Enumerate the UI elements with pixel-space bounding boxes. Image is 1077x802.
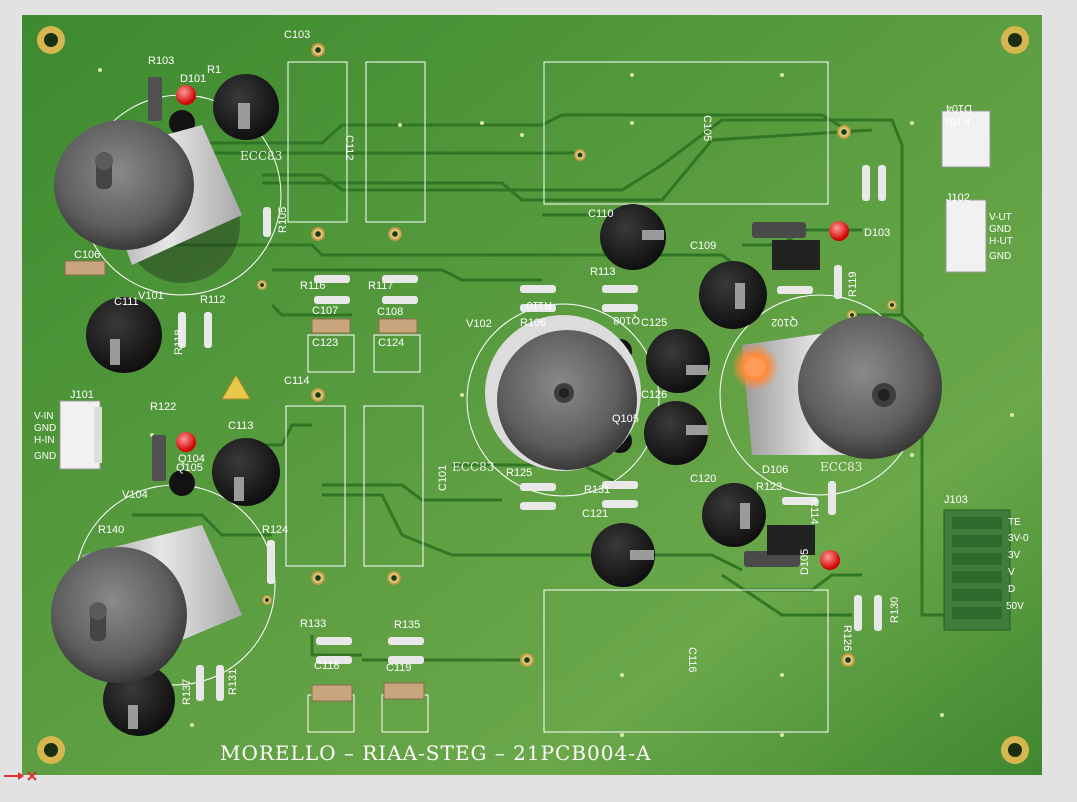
- label-r131-top: R131: [584, 484, 610, 496]
- label-c106: C106: [74, 249, 100, 261]
- label-r105: R105: [277, 207, 289, 233]
- label-r131: R131: [227, 669, 239, 695]
- label-c119: C119: [386, 662, 411, 674]
- silkscreen-outlines: [74, 61, 921, 733]
- label-c123: C123: [312, 337, 338, 349]
- label-q104: Q104: [178, 453, 205, 465]
- label-c118: C118: [314, 660, 339, 672]
- label-c116: C116: [686, 647, 698, 672]
- label-q105-left: Q105: [176, 462, 203, 474]
- label-c113: C113: [228, 420, 253, 432]
- vias: [98, 68, 1014, 737]
- label-r116: R116: [300, 280, 325, 292]
- label-r118: R118: [173, 330, 185, 355]
- label-r140: R140: [98, 524, 124, 536]
- j103-pin-4: V: [1008, 567, 1015, 578]
- j101-pin-3: H-IN: [34, 435, 55, 446]
- label-c110: C110: [588, 208, 613, 220]
- film-capacitors: [64, 260, 425, 702]
- label-v104: V104: [122, 489, 148, 501]
- label-c112: C112: [343, 135, 355, 160]
- label-q105-mid: Q105: [612, 413, 639, 425]
- pcb-board[interactable]: C103 R103 D101 R1 ECC83 C112 C105 D104 K…: [22, 15, 1042, 775]
- label-r110: R110: [527, 299, 552, 311]
- label-r122: R122: [150, 401, 176, 413]
- label-c121: C121: [582, 508, 608, 520]
- label-c101: C101: [437, 465, 449, 491]
- j102-pin-3: H-UT: [989, 236, 1013, 247]
- leds: [176, 85, 849, 570]
- label-j103: J103: [944, 494, 968, 506]
- label-r137: R137: [181, 679, 193, 705]
- label-r103: R103: [148, 55, 174, 67]
- j103-pin-2: 3V-0: [1008, 533, 1029, 544]
- j103-pin-3: 3V: [1008, 550, 1021, 561]
- label-r124: R124: [262, 524, 288, 536]
- label-d105: D105: [799, 549, 811, 575]
- connectors: [59, 110, 1011, 631]
- label-c109: C109: [690, 240, 716, 252]
- label-v101: V101: [138, 290, 164, 302]
- j103-pin-5: D: [1008, 584, 1015, 595]
- label-ecc83-top: ECC83: [240, 149, 282, 163]
- label-r123: R123: [756, 481, 782, 493]
- label-q108: Q108: [613, 314, 640, 326]
- label-ecc83-mid: ECC83: [452, 460, 494, 474]
- label-c126: C126: [641, 389, 667, 401]
- j101-pin-2: GND: [34, 423, 56, 434]
- label-r113: R113: [590, 266, 615, 278]
- copper-traces: [112, 113, 952, 662]
- label-d104: D104: [946, 102, 972, 114]
- j102-pin-2: GND: [989, 224, 1011, 235]
- label-c124: C124: [378, 337, 404, 349]
- resistors: [178, 165, 886, 701]
- board-title: MORELLO – RIAA-STEG – 21PCB004-A: [220, 741, 651, 765]
- label-c120: C120: [690, 473, 716, 485]
- label-c111: C111: [114, 296, 139, 308]
- esd-warning-icon: [221, 374, 251, 400]
- label-v102: V102: [466, 318, 492, 330]
- label-j102: J102: [946, 192, 970, 204]
- label-r135: R135: [394, 619, 420, 631]
- label-r117: R117: [368, 280, 393, 292]
- label-r114: R114: [808, 499, 820, 524]
- label-r106: R106: [520, 317, 546, 329]
- label-c108: C108: [377, 306, 403, 318]
- label-r1: R1: [207, 64, 221, 76]
- mounting-holes: [37, 26, 1029, 764]
- label-j101: J101: [70, 389, 94, 401]
- label-q102: Q102: [771, 316, 798, 328]
- label-r130: R130: [889, 597, 901, 623]
- label-r125: R125: [506, 467, 532, 479]
- j101-pin-4: GND: [34, 451, 56, 462]
- label-c125: C125: [641, 317, 667, 329]
- origin-axis-icon: [4, 771, 37, 781]
- silkscreen-labels: C103 R103 D101 R1 ECC83 C112 C105 D104 K…: [34, 29, 1029, 765]
- label-d103: D103: [864, 227, 890, 239]
- label-c103: C103: [284, 29, 310, 41]
- label-k101: K101: [944, 115, 970, 127]
- label-r112: R112: [200, 294, 225, 306]
- j103-pin-6: 50V: [1006, 601, 1024, 612]
- solder-pads: [257, 43, 897, 667]
- diodes: [148, 77, 820, 567]
- label-c107: C107: [312, 305, 338, 317]
- label-ecc83-right: ECC83: [820, 460, 862, 474]
- label-c114: C114: [284, 375, 309, 387]
- label-r126: R126: [841, 625, 853, 651]
- label-r119: R119: [847, 272, 859, 297]
- j102-pin-4: GND: [989, 251, 1011, 262]
- j103-pin-1: TE: [1008, 517, 1021, 528]
- j102-pin-1: V-UT: [989, 212, 1012, 223]
- label-d106: D106: [762, 464, 788, 476]
- vacuum-tubes: [51, 120, 942, 683]
- j101-pin-1: V-IN: [34, 411, 53, 422]
- label-c105: C105: [701, 115, 713, 141]
- label-d101: D101: [180, 73, 206, 85]
- label-r133: R133: [300, 618, 326, 630]
